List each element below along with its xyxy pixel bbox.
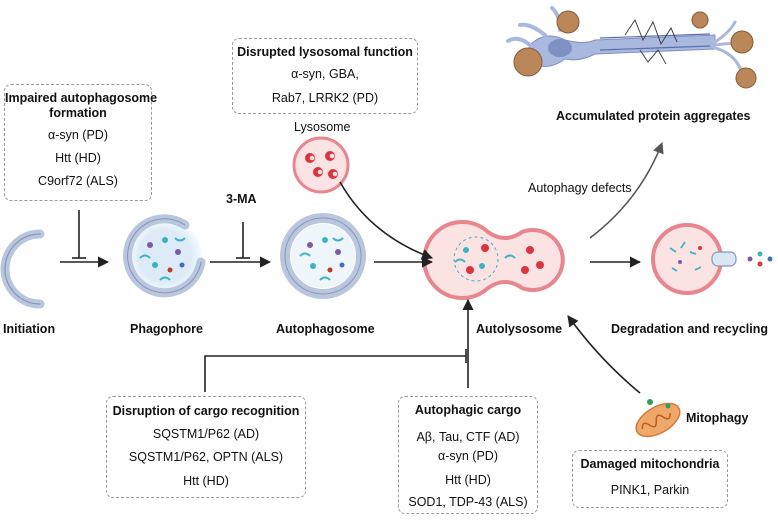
phagophore-icon (123, 214, 206, 298)
degradation-icon (651, 223, 773, 295)
impaired-formation-item: C9orf72 (ALS) (38, 174, 118, 188)
cargo-recognition-item: Htt (HD) (183, 474, 229, 488)
damaged-mitochondria-title: Damaged mitochondria (580, 457, 720, 471)
label-phagophore: Phagophore (130, 322, 203, 336)
lysosome-icon (292, 136, 350, 194)
label-3ma: 3-MA (226, 192, 257, 206)
cargo-recognition-item: SQSTM1/P62 (AD) (152, 427, 260, 441)
label-mitophagy: Mitophagy (686, 411, 749, 425)
impaired-formation-title: Impaired autophagosome (5, 91, 158, 105)
label-degradation: Degradation and recycling (611, 322, 768, 336)
label-autophagosome: Autophagosome (276, 322, 375, 336)
neuron-aggregates-icon (506, 6, 757, 89)
label-autophagy-defects: Autophagy defects (528, 181, 632, 195)
damaged-mitochondria-box: Damaged mitochondria PINK1, Parkin (572, 450, 728, 508)
impaired-formation-title-2: formation (49, 106, 107, 120)
damaged-mitochondria-item: PINK1, Parkin (610, 483, 690, 497)
label-lysosome: Lysosome (294, 120, 351, 134)
lysosomal-function-line: α-syn, GBA, (291, 67, 359, 81)
cargo-recognition-title: Disruption of cargo recognition (112, 404, 300, 418)
label-initiation: Initiation (3, 322, 56, 336)
impaired-formation-item: Htt (HD) (55, 151, 101, 165)
autolysosome-icon (422, 220, 565, 300)
autophagic-cargo-item: Aβ, Tau, CTF (AD) (416, 430, 520, 444)
autophagic-cargo-item: Htt (HD) (445, 473, 491, 487)
autophagic-cargo-box: Autophagic cargo Aβ, Tau, CTF (AD) α-syn… (398, 396, 538, 514)
impaired-formation-item: α-syn (PD) (47, 128, 108, 142)
autophagosome-icon (280, 213, 366, 299)
label-aggregates: Accumulated protein aggregates (556, 109, 751, 123)
pathway-arrows (60, 141, 664, 394)
autophagic-cargo-item: α-syn (PD) (437, 449, 498, 463)
lysosomal-function-box: Disrupted lysosomal function α-syn, GBA,… (232, 38, 418, 114)
label-autolysosome: Autolysosome (476, 322, 563, 336)
lysosomal-function-title: Disrupted lysosomal function (237, 45, 413, 59)
initiation-membrane-icon (0, 229, 45, 309)
lysosomal-function-line: Rab7, LRRK2 (PD) (271, 91, 379, 105)
impaired-formation-box: Impaired autophagosome formation α-syn (… (4, 84, 158, 201)
cargo-recognition-box: Disruption of cargo recognition SQSTM1/P… (106, 396, 306, 498)
autophagic-cargo-item: SOD1, TDP-43 (ALS) (408, 495, 528, 509)
cargo-recognition-item: SQSTM1/P62, OPTN (ALS) (128, 450, 284, 464)
mitochondrion-icon (635, 399, 681, 438)
autophagic-cargo-title: Autophagic cargo (414, 403, 522, 417)
